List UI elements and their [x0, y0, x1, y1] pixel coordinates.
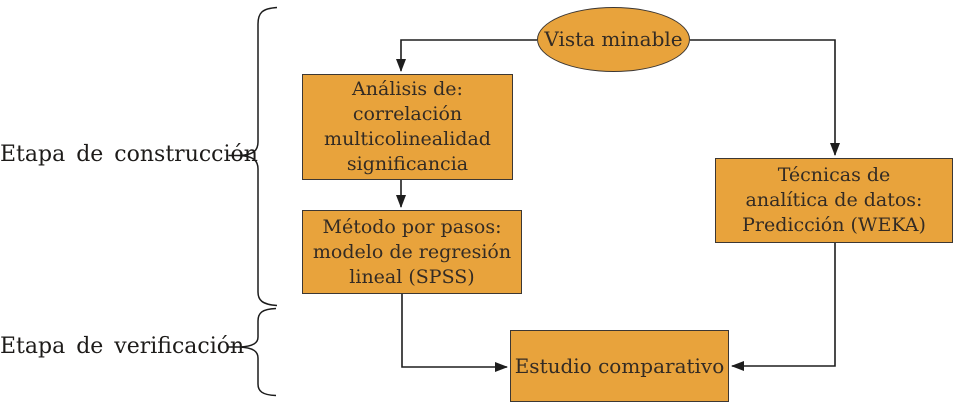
node-analisis: Análisis de: correlación multicolinealid… [302, 74, 513, 180]
node-vista-minable: Vista minable [537, 7, 690, 72]
node-tecnicas-analitica: Técnicas de analítica de datos: Predicci… [715, 158, 953, 243]
node-estudio-comparativo: Estudio comparativo [510, 330, 729, 402]
brace-verification [238, 307, 277, 397]
node-metodo-por-pasos: Método por pasos: modelo de regresión li… [302, 210, 522, 294]
connector-vista-to-tecnicas [690, 39, 840, 156]
stage-label-verification: Etapa de verificación [0, 334, 245, 359]
connector-vista-to-analisis [396, 39, 537, 72]
stage-label-construction: Etapa de construcción [0, 142, 258, 167]
connector-tecnicas-to-estudio [731, 243, 836, 371]
connector-metodo-to-estudio [401, 294, 508, 372]
